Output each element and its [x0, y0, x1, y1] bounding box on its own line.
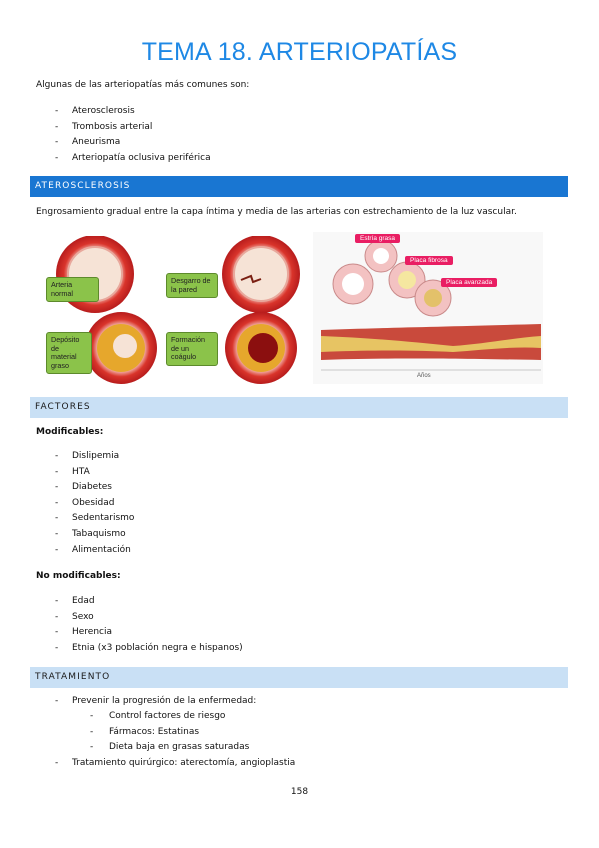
vessel-longitudinal — [321, 324, 541, 360]
modifiable-title: Modificables: — [36, 427, 104, 437]
progression-svg — [313, 232, 543, 384]
section-header-aterosclerosis: ATEROSCLEROSIS — [30, 176, 568, 197]
label-clot-formation: Formación de un coágulo — [166, 332, 218, 366]
cross-section-fibrous-core — [398, 271, 416, 289]
arteries-illustration: Arteria normal Desgarro de la pared Depó… — [43, 235, 305, 384]
page-number: 158 — [290, 787, 309, 797]
page-title: TEMA 18. ARTERIOPATÍAS — [141, 38, 458, 66]
artery-tear-lumen — [233, 246, 289, 302]
intro-text: Algunas de las arteriopatías más comunes… — [36, 80, 250, 90]
clot — [248, 333, 278, 363]
label-fibrous-plaque: Placa fibrosa — [405, 256, 453, 265]
x-axis-label: Años — [417, 373, 431, 379]
atherosclerosis-progression-figure: Estría grasa Placa fibrosa Placa avanzad… — [313, 232, 543, 384]
section-header-factores: FACTORES — [30, 397, 568, 418]
label-fatty-deposit: Depósito de material graso — [46, 332, 92, 374]
artery-deposit-lumen — [113, 334, 137, 358]
tear-mark — [240, 274, 262, 284]
cross-section-advanced-core — [424, 289, 442, 307]
cross-section-normal-lumen — [342, 273, 364, 295]
label-fatty-streak: Estría grasa — [355, 234, 401, 243]
label-normal-artery: Arteria normal — [46, 277, 99, 302]
nonmodifiable-title: No modificables: — [36, 571, 121, 581]
label-wall-tear: Desgarro de la pared — [166, 273, 218, 298]
plaque-longitudinal — [321, 336, 541, 352]
aterosclerosis-definition: Engrosamiento gradual entre la capa ínti… — [36, 207, 517, 217]
label-advanced-plaque: Placa avanzada — [441, 278, 498, 287]
cross-section-fatty-lumen — [373, 248, 389, 264]
section-header-tratamiento: TRATAMIENTO — [30, 667, 568, 688]
